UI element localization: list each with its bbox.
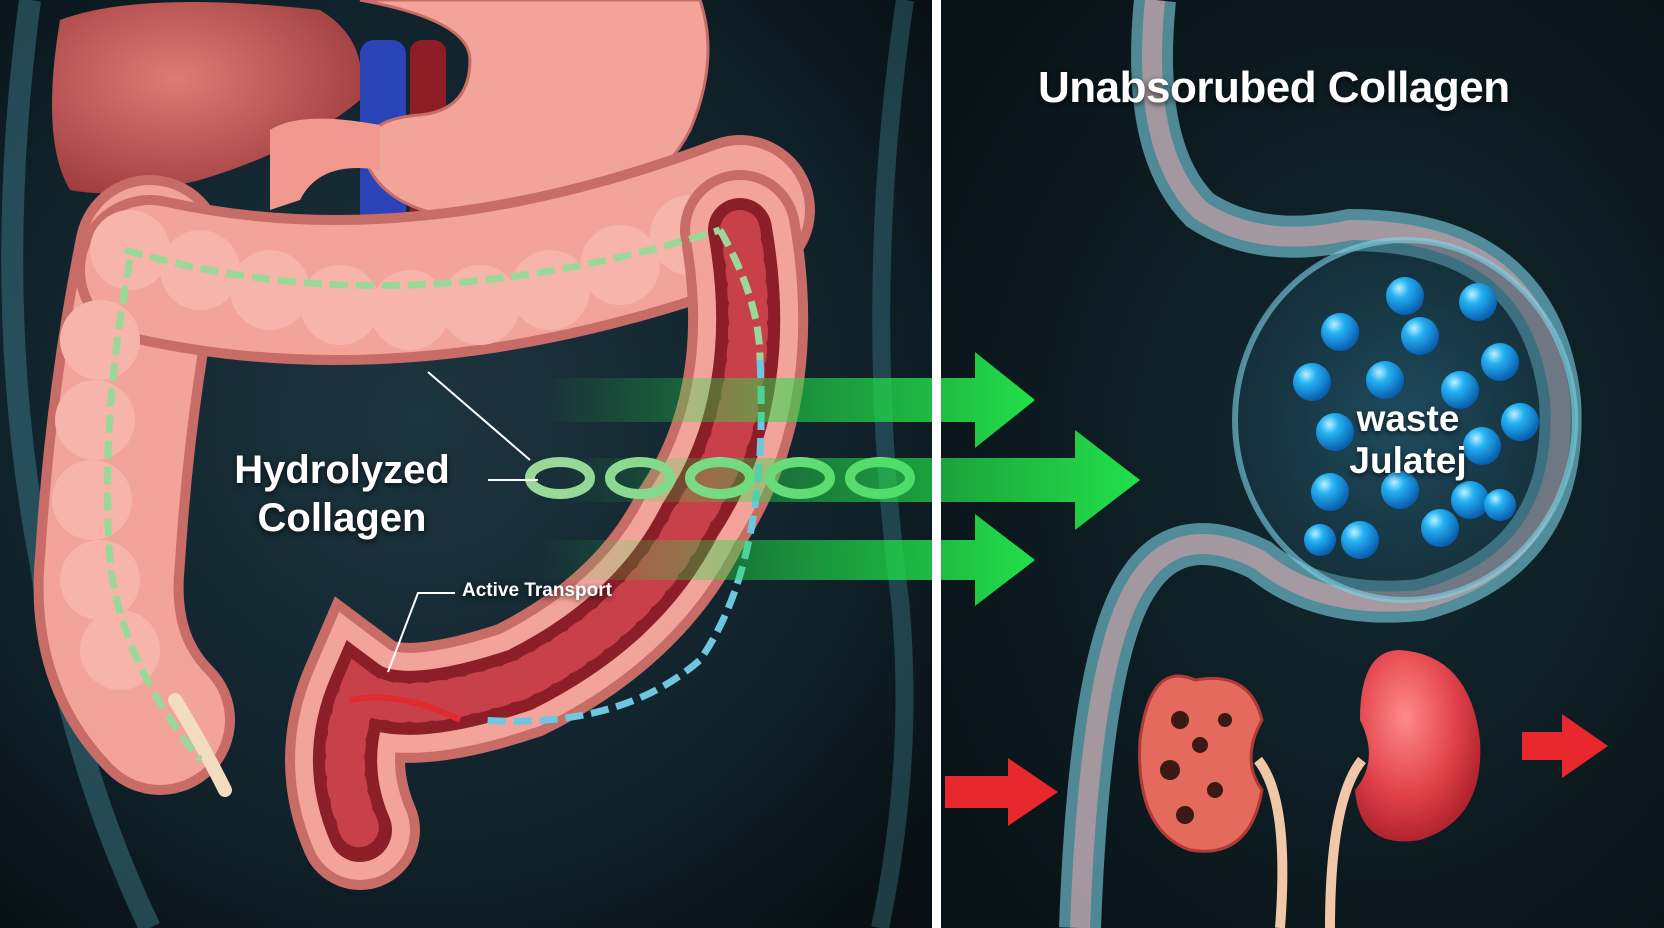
waste-label: waste Julatej <box>1318 398 1498 482</box>
red-arrow-in <box>945 758 1058 826</box>
haustra-bumps <box>52 195 730 690</box>
stomach-shape <box>359 0 710 222</box>
hydrolyzed-label-line1: Hydrolyzed <box>234 448 450 492</box>
kidney-damaged <box>1138 674 1264 853</box>
transport-channel <box>349 694 462 723</box>
green-arrow-bottom <box>540 514 1035 606</box>
hydrolyzed-collagen-label: Hydrolyzed Collagen <box>214 446 470 542</box>
ureter-left <box>1253 756 1288 928</box>
active-transport-pointer-line <box>387 592 455 673</box>
collagen-chain-green <box>104 226 764 763</box>
appendix-shape <box>168 693 232 797</box>
unabsorbed-collagen-title: Unabsorubed Collagen <box>1038 63 1510 112</box>
green-arrow-top <box>540 352 1035 448</box>
duodenum-shape <box>270 118 380 210</box>
waste-label-line2: Julatej <box>1349 440 1467 481</box>
green-arrow-middle <box>560 430 1140 530</box>
ureter-right <box>1325 756 1367 928</box>
active-transport-label: Active Transport <box>462 580 612 601</box>
waste-particles <box>1293 277 1539 559</box>
kidney-damage-spots <box>1160 711 1232 824</box>
panel-divider <box>932 0 941 928</box>
hydrolyzed-label-line2: Collagen <box>257 496 427 540</box>
kidney-healthy <box>1355 650 1481 842</box>
waste-label-line1: waste <box>1356 398 1460 439</box>
kidney-icon <box>1138 650 1481 928</box>
red-arrow-out <box>1522 714 1608 778</box>
flow-arrow-icon <box>540 352 1140 606</box>
hydrolyzed-pointer-line <box>427 371 531 461</box>
